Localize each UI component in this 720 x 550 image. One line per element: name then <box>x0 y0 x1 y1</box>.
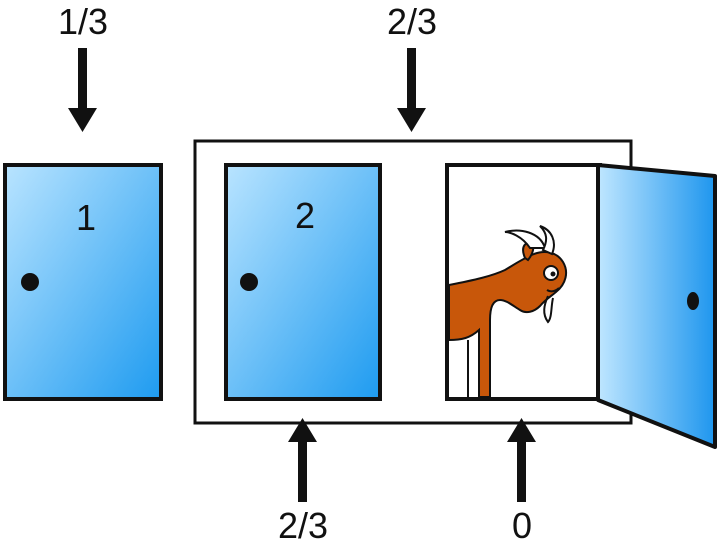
goat-icon <box>448 225 568 398</box>
door-2: 2 <box>224 163 382 401</box>
arrow-down-group <box>397 48 426 132</box>
door-3-open-leaf <box>596 163 717 449</box>
door-1: 1 <box>3 163 163 401</box>
arrow-down-door-1 <box>68 48 97 132</box>
prob-label-door-1: 1/3 <box>58 1 108 42</box>
prob-label-group: 2/3 <box>387 1 437 42</box>
door-knob-2 <box>240 273 258 291</box>
door-number-1: 1 <box>76 197 96 238</box>
arrow-up-door-3 <box>507 418 536 502</box>
arrow-up-door-2 <box>288 418 317 502</box>
door-knob-3 <box>687 292 699 310</box>
prob-label-door-3: 0 <box>512 505 532 546</box>
door-3-opening <box>445 163 602 401</box>
door-number-2: 2 <box>295 195 315 236</box>
prob-label-door-2: 2/3 <box>278 505 328 546</box>
door-knob-1 <box>21 273 39 291</box>
